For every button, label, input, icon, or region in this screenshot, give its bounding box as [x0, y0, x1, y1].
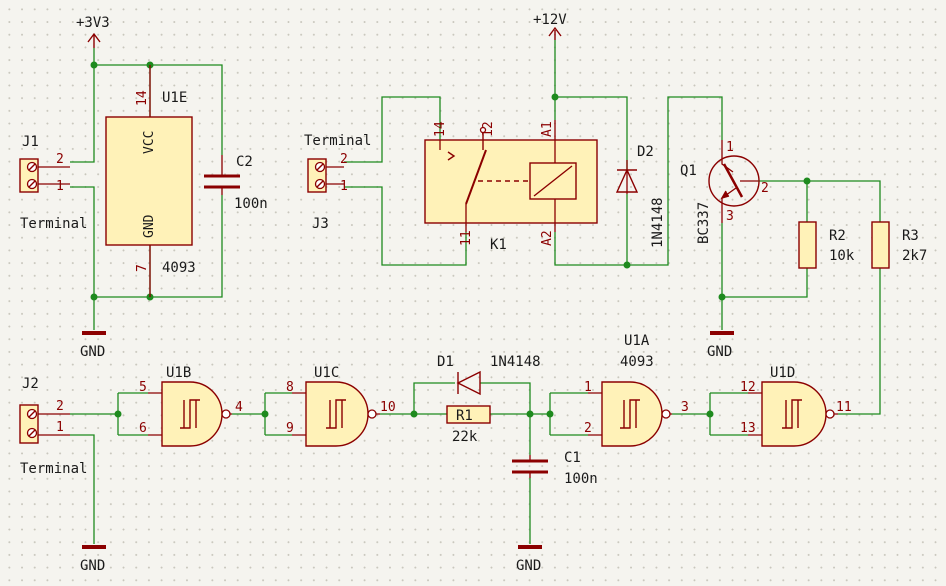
c2-value: 100n: [234, 196, 268, 212]
gnd-symbol-q1: GND: [707, 331, 734, 360]
gnd-label-j1: GND: [80, 344, 105, 360]
k1-ref: K1: [490, 237, 507, 253]
gnd-label-c1: GND: [516, 558, 541, 574]
gate-u1a: 1 2 3 U1A 4093: [584, 333, 689, 447]
c2-ref: C2: [236, 154, 253, 170]
connector-j1: 2 1 J1 Terminal: [19, 134, 87, 232]
u1a-pin3: 3: [681, 400, 689, 415]
u1b-pin6: 6: [139, 421, 147, 436]
q1-value: BC337: [696, 202, 712, 244]
resistor-r3: R3 2k7: [871, 221, 927, 269]
connector-j2: 2 1 J2 Terminal: [19, 376, 87, 477]
k1-pin11: 11: [459, 230, 474, 246]
u1a-ref: U1A: [624, 333, 650, 349]
j2-value: Terminal: [20, 461, 87, 477]
d2-ref: D2: [637, 144, 654, 160]
capacitor-c2: C2 100n: [204, 154, 268, 212]
u1a-pin2: 2: [584, 421, 592, 436]
u1e-vcc-label: VCC: [142, 131, 157, 154]
q1-pin2: 2: [761, 181, 769, 196]
u1a-pin1: 1: [584, 380, 592, 395]
r3-ref: R3: [902, 228, 919, 244]
j2-ref: J2: [22, 376, 39, 392]
wires: [70, 40, 881, 544]
j2-pin1: 1: [56, 420, 64, 435]
r1-ref: R1: [456, 408, 473, 424]
power-12v-label: +12V: [533, 12, 567, 28]
power-3v3-label: +3V3: [76, 15, 110, 31]
u1c-pin10: 10: [380, 400, 396, 415]
transistor-q1: 1 2 3 Q1 BC337: [680, 140, 769, 244]
u1e-pin7: 7: [135, 264, 150, 272]
resistor-r1: R1 22k: [446, 405, 491, 445]
j3-ref: J3: [312, 216, 329, 232]
j1-value: Terminal: [20, 216, 87, 232]
k1-pin14: 14: [433, 121, 448, 137]
diode-d2: D2 1N4148: [615, 144, 666, 248]
gnd-symbol-j2: GND: [80, 545, 106, 574]
r3-value: 2k7: [902, 248, 927, 264]
d1-ref: D1: [437, 354, 454, 370]
c1-ref: C1: [564, 450, 581, 466]
power-12v-symbol: +12V: [533, 12, 567, 40]
u1c-pin9: 9: [286, 421, 294, 436]
j1-pin1: 1: [56, 179, 64, 194]
gnd-symbol-j1: GND: [80, 331, 106, 360]
j1-ref: J1: [22, 134, 39, 150]
d2-value: 1N4148: [650, 197, 666, 248]
k1-a1: A1: [540, 121, 555, 137]
r2-value: 10k: [829, 248, 855, 264]
relay-k1: 14 12 11 A1 A2 K1: [424, 120, 598, 253]
c1-value: 100n: [564, 471, 598, 487]
r1-value: 22k: [452, 429, 478, 445]
u1d-pin13: 13: [740, 421, 756, 436]
u1b-pin4: 4: [235, 400, 243, 415]
u1e-pin14: 14: [135, 90, 150, 106]
connector-j3: 2 1 Terminal J3: [304, 133, 371, 232]
j3-value: Terminal: [304, 133, 371, 149]
resistor-r2: R2 10k: [798, 221, 855, 269]
power-3v3-symbol: +3V3: [76, 15, 110, 48]
u1b-ref: U1B: [166, 365, 191, 381]
u1d-ref: U1D: [770, 365, 795, 381]
u1c-pin8: 8: [286, 380, 294, 395]
diode-d1: D1 1N4148: [437, 354, 541, 396]
u1e-gnd-label: GND: [142, 214, 157, 238]
u1e-value: 4093: [162, 260, 196, 276]
u1b-pin5: 5: [139, 380, 147, 395]
k1-pin12: 12: [481, 121, 496, 137]
q1-pin1: 1: [726, 140, 734, 155]
q1-ref: Q1: [680, 163, 697, 179]
gate-u1d: 12 13 11 U1D: [740, 365, 852, 447]
capacitor-c1: C1 100n: [512, 450, 598, 487]
d1-value: 1N4148: [490, 354, 541, 370]
u1d-pin11: 11: [836, 400, 852, 415]
ic-u1e: VCC GND 14 7 U1E 4093: [105, 65, 196, 297]
gnd-symbol-c1: GND: [516, 545, 542, 574]
gate-u1c: 8 9 10 U1C: [286, 365, 396, 447]
u1d-pin12: 12: [740, 380, 756, 395]
u1c-ref: U1C: [314, 365, 339, 381]
j3-pin2: 2: [340, 152, 348, 167]
u1a-value: 4093: [620, 354, 654, 370]
k1-a2: A2: [540, 230, 555, 246]
gnd-label-q1: GND: [707, 344, 732, 360]
u1e-ref: U1E: [162, 90, 187, 106]
j1-pin2: 2: [56, 152, 64, 167]
r2-ref: R2: [829, 228, 846, 244]
gnd-label-j2: GND: [80, 558, 105, 574]
j2-pin2: 2: [56, 399, 64, 414]
gate-u1b: 5 6 4 U1B: [139, 365, 243, 447]
j3-pin1: 1: [340, 179, 348, 194]
q1-pin3: 3: [726, 209, 734, 224]
